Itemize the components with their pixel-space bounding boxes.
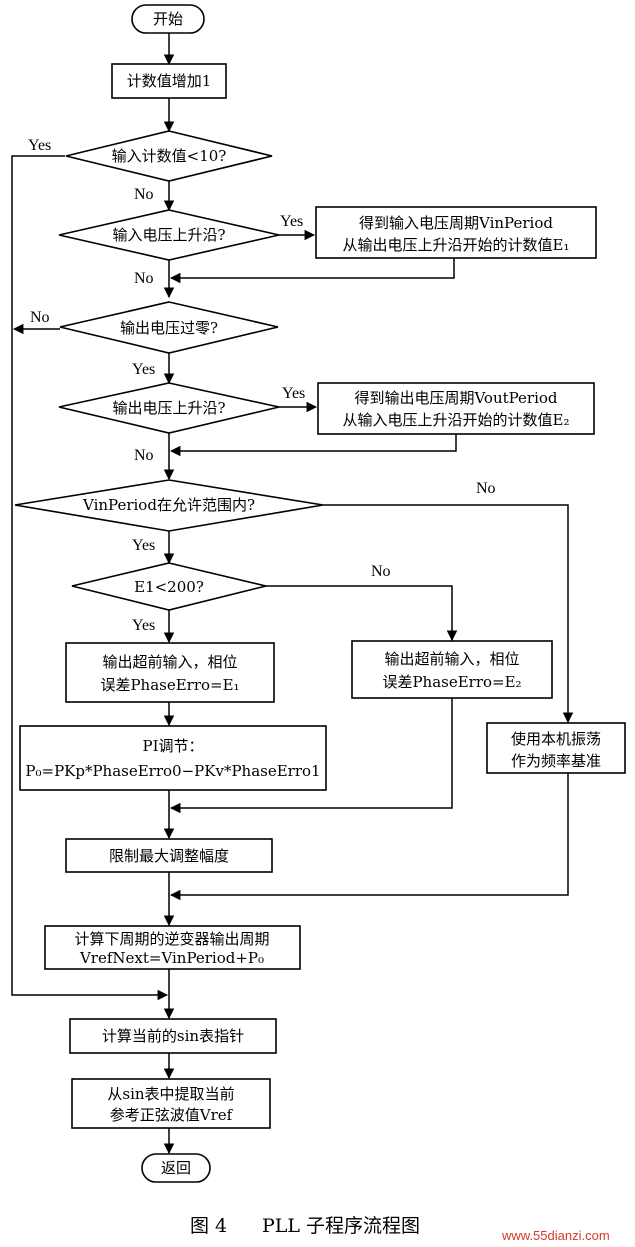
node-start: 开始 [131,4,205,34]
svg-text:得到输出电压周期VoutPeriod: 得到输出电压周期VoutPeriod [354,389,557,407]
svg-text:计算下周期的逆变器输出周期: 计算下周期的逆变器输出周期 [74,930,269,948]
svg-text:VinPeriod在允许范围内?: VinPeriod在允许范围内? [82,496,255,514]
label-yes-outrise: Yes [282,385,305,402]
svg-text:PI调节：: PI调节： [142,737,203,755]
node-get-vout: 得到输出电压周期VoutPeriod 从输入电压上升沿开始的计数值E₂ [317,382,595,435]
node-calc-sin: 计算当前的sin表指针 [69,1018,277,1054]
watermark: www.55dianzi.com [501,1228,610,1243]
svg-text:计算当前的sin表指针: 计算当前的sin表指针 [102,1027,244,1045]
node-lead-e2: 输出超前输入，相位 误差PhaseErro=E₂ [351,640,553,699]
svg-text:输入电压上升沿?: 输入电压上升沿? [112,226,225,244]
svg-text:输出超前输入，相位: 输出超前输入，相位 [384,650,519,668]
svg-text:VrefNext=VinPeriod+P₀: VrefNext=VinPeriod+P₀ [79,949,264,967]
svg-text:输入计数值<10?: 输入计数值<10? [112,147,227,165]
node-limit: 限制最大调整幅度 [65,838,273,873]
label-yes-e1: Yes [132,617,155,634]
svg-text:限制最大调整幅度: 限制最大调整幅度 [109,847,229,865]
label-no-inrise: No [134,270,154,287]
node-get-vin: 得到输入电压周期VinPeriod 从输出电压上升沿开始的计数值E₁ [315,206,597,259]
svg-text:从sin表中提取当前: 从sin表中提取当前 [107,1085,234,1103]
label-yes-count: Yes [28,137,51,154]
node-fetch-sin: 从sin表中提取当前 参考正弦波值Vref [71,1078,271,1129]
svg-text:参考正弦波值Vref: 参考正弦波值Vref [110,1106,234,1124]
branch-labels: Yes No Yes No No Yes Yes No No Yes No Ye… [28,137,496,634]
label-no-e1: No [371,563,391,580]
svg-text:从输出电压上升沿开始的计数值E₁: 从输出电压上升沿开始的计数值E₁ [343,236,570,254]
svg-text:误差PhaseErro=E₂: 误差PhaseErro=E₂ [382,673,521,691]
svg-text:输出电压上升沿?: 输出电压上升沿? [112,399,225,417]
label-yes-vinrange: Yes [132,537,155,554]
node-local-oscillator: 使用本机振荡 作为频率基准 [486,722,626,774]
svg-text:开始: 开始 [153,10,183,28]
label-no-vinrange: No [476,480,496,497]
node-increment: 计数值增加1 [111,63,227,99]
decision-vin-range: VinPeriod在允许范围内? [14,479,324,532]
label-yes-zero: Yes [132,361,155,378]
svg-text:作为频率基准: 作为频率基准 [511,752,601,770]
svg-text:返回: 返回 [161,1159,191,1177]
label-no-count: No [134,186,154,203]
svg-text:输出电压过零?: 输出电压过零? [120,319,218,337]
decision-e1: E1<200? [71,562,267,611]
decision-check-count: 输入计数值<10? [65,130,273,182]
node-calc-period: 计算下周期的逆变器输出周期 VrefNext=VinPeriod+P₀ [44,925,301,970]
svg-text:P₀=PKp*PhaseErro0−PKv*PhaseErr: P₀=PKp*PhaseErro0−PKv*PhaseErro1 [25,762,320,780]
node-lead-e1: 输出超前输入，相位 误差PhaseErro=E₁ [65,642,275,703]
svg-text:使用本机振荡: 使用本机振荡 [511,730,601,748]
svg-text:得到输入电压周期VinPeriod: 得到输入电压周期VinPeriod [359,214,553,232]
connectors [11,33,574,1155]
svg-text:计数值增加1: 计数值增加1 [127,72,212,90]
decision-input-rise: 输入电压上升沿? [58,209,280,261]
label-no-outrise: No [134,447,154,464]
label-yes-inrise: Yes [280,213,303,230]
node-pi-control: PI调节： P₀=PKp*PhaseErro0−PKv*PhaseErro1 [19,725,327,791]
svg-text:从输入电压上升沿开始的计数值E₂: 从输入电压上升沿开始的计数值E₂ [343,411,570,429]
figure-number: 图 4 [190,1215,227,1237]
decision-output-rise: 输出电压上升沿? [58,382,280,434]
node-return: 返回 [141,1153,211,1183]
label-no-zero: No [30,309,50,326]
svg-text:误差PhaseErro=E₁: 误差PhaseErro=E₁ [100,676,239,694]
svg-text:输出超前输入，相位: 输出超前输入，相位 [102,653,237,671]
svg-text:E1<200?: E1<200? [134,578,204,596]
decision-zero-cross: 输出电压过零? [59,301,279,354]
figure-title: PLL 子程序流程图 [262,1215,420,1237]
